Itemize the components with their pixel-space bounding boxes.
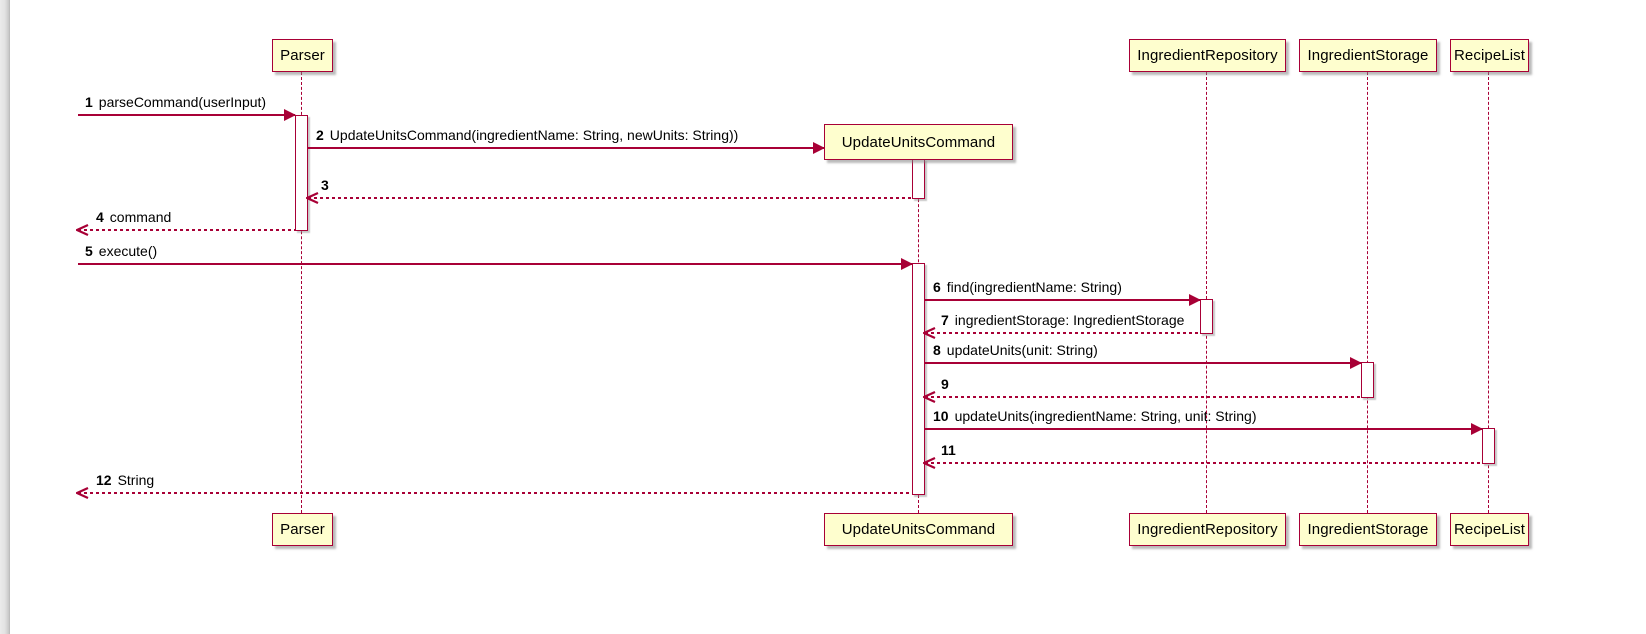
participant-box-ingredientrepository-bottom: IngredientRepository: [1129, 513, 1286, 546]
participant-box-parser-bottom: Parser: [272, 513, 333, 546]
activation-recipelist: [1482, 428, 1495, 464]
message-label-12: 12 String: [96, 472, 154, 488]
lifeline-ingredientstorage: [1367, 72, 1368, 513]
participant-box-ingredientstorage-bottom: IngredientStorage: [1299, 513, 1437, 546]
message-number: 8: [933, 342, 941, 358]
message-label-8: 8 updateUnits(unit: String): [933, 342, 1098, 358]
participant-label: IngredientStorage: [1307, 521, 1429, 538]
message-text: parseCommand(userInput): [98, 94, 267, 110]
activation-updateunitscommand-execute: [912, 263, 925, 495]
return-arrowhead-icon: [923, 456, 936, 470]
return-arrowhead-icon: [923, 326, 936, 340]
return-arrowhead-icon: [76, 486, 89, 500]
message-text: UpdateUnitsCommand(ingredientName: Strin…: [329, 127, 739, 143]
sync-arrowhead-icon: [1471, 423, 1483, 435]
message-label-11: 11: [941, 442, 962, 458]
lifeline-ingredientrepository: [1206, 72, 1207, 513]
message-number: 12: [96, 472, 112, 488]
message-number: 9: [941, 376, 949, 392]
message-label-10: 10 updateUnits(ingredientName: String, un…: [933, 408, 1257, 424]
participant-box-parser-top: Parser: [272, 39, 333, 72]
participant-label: RecipeList: [1453, 521, 1526, 538]
sync-arrowhead-icon: [284, 109, 296, 121]
message-number: 1: [85, 94, 93, 110]
message-line-1: [78, 109, 296, 121]
activation-updateunitscommand-create: [912, 159, 925, 199]
sync-arrowhead-icon: [1189, 294, 1201, 306]
message-text: updateUnits(ingredientName: String, unit…: [954, 408, 1257, 424]
message-number: 6: [933, 279, 941, 295]
message-line-7: [923, 326, 1200, 340]
message-number: 7: [941, 312, 949, 328]
window-edge-strip: [0, 0, 10, 634]
message-number: 10: [933, 408, 949, 424]
return-arrowhead-icon: [923, 390, 936, 404]
lifeline-parser: [301, 72, 302, 513]
message-label-6: 6 find(ingredientName: String): [933, 279, 1122, 295]
message-text: updateUnits(unit: String): [946, 342, 1098, 358]
sync-arrowhead-icon: [1350, 357, 1362, 369]
participant-label: IngredientStorage: [1307, 47, 1429, 64]
message-label-5: 5 execute(): [85, 243, 157, 259]
message-text: String: [117, 472, 155, 488]
message-line-3: [306, 191, 912, 205]
participant-label: Parser: [280, 47, 325, 64]
message-text: find(ingredientName: String): [946, 279, 1122, 295]
message-text: execute(): [98, 243, 158, 259]
sync-arrowhead-icon: [813, 142, 825, 154]
participant-label: IngredientRepository: [1137, 521, 1278, 538]
sync-arrowhead-icon: [901, 258, 913, 270]
message-text: command: [109, 209, 172, 225]
participant-label: UpdateUnitsCommand: [841, 521, 996, 538]
message-text: ingredientStorage: IngredientStorage: [954, 312, 1185, 328]
activation-ingredientrepository: [1200, 299, 1213, 334]
participant-box-recipelist-top: RecipeList: [1450, 39, 1529, 72]
activation-parser: [295, 115, 308, 231]
return-arrowhead-icon: [76, 223, 89, 237]
message-number: 3: [321, 177, 329, 193]
participant-label: Parser: [280, 521, 325, 538]
participant-label: UpdateUnitsCommand: [841, 133, 996, 151]
participant-box-updateunitscommand-bottom: UpdateUnitsCommand: [824, 513, 1013, 546]
message-label-9: 9: [941, 376, 955, 392]
message-number: 11: [941, 442, 956, 458]
participant-label: RecipeList: [1453, 47, 1526, 64]
message-line-10: [925, 423, 1483, 435]
message-label-2: 2 UpdateUnitsCommand(ingredientName: Stri…: [316, 127, 738, 143]
return-arrowhead-icon: [306, 191, 319, 205]
activation-ingredientstorage: [1361, 362, 1374, 398]
message-label-7: 7 ingredientStorage: IngredientStorage: [941, 312, 1184, 328]
message-line-6: [925, 294, 1201, 306]
message-number: 4: [96, 209, 104, 225]
message-label-3: 3: [321, 177, 335, 193]
message-label-1: 1 parseCommand(userInput): [85, 94, 266, 110]
message-line-2: [308, 142, 825, 154]
message-line-4: [76, 223, 295, 237]
message-number: 5: [85, 243, 93, 259]
message-label-4: 4 command: [96, 209, 171, 225]
lifeline-recipelist: [1488, 72, 1489, 513]
message-line-12: [76, 486, 912, 500]
participant-box-recipelist-bottom: RecipeList: [1450, 513, 1529, 546]
participant-label: IngredientRepository: [1137, 47, 1278, 64]
participant-box-updateunitscommand-created: UpdateUnitsCommand: [824, 124, 1013, 160]
message-number: 2: [316, 127, 324, 143]
message-line-5: [78, 258, 913, 270]
message-line-8: [925, 357, 1362, 369]
message-line-11: [923, 456, 1482, 470]
participant-box-ingredientstorage-top: IngredientStorage: [1299, 39, 1437, 72]
participant-box-ingredientrepository-top: IngredientRepository: [1129, 39, 1286, 72]
message-line-9: [923, 390, 1361, 404]
